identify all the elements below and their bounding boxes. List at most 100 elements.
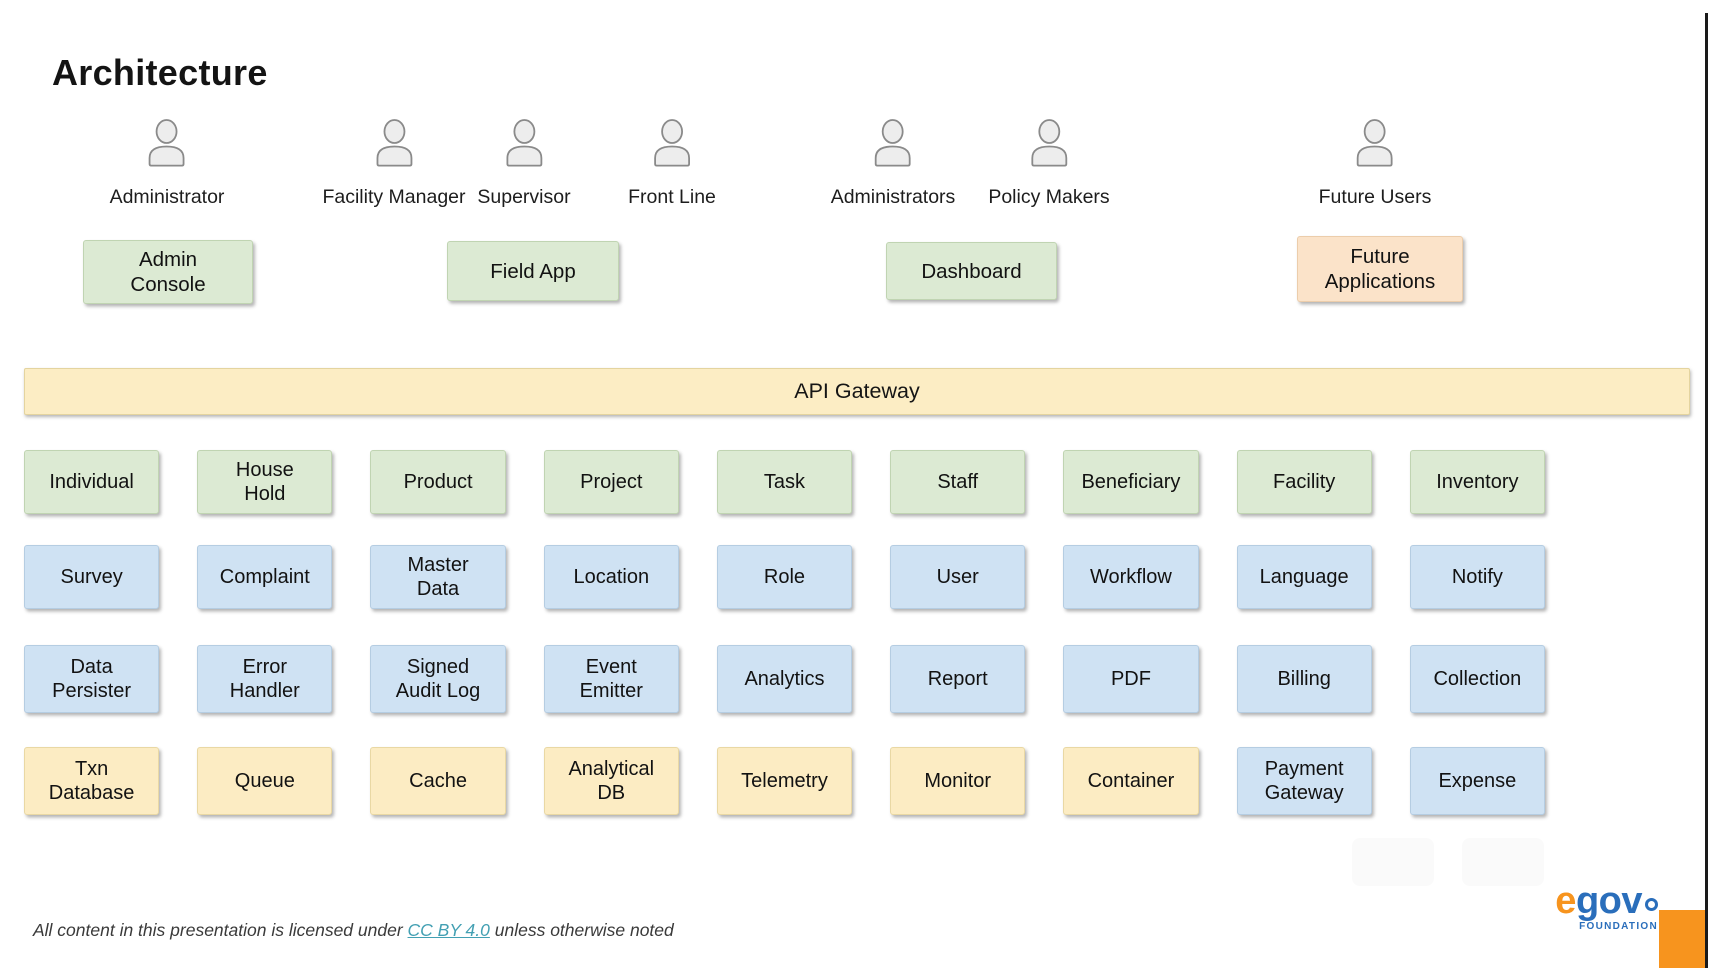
service-box-event-emitter: Event Emitter [543, 645, 679, 713]
service-box-pdf: PDF [1063, 645, 1199, 713]
service-box-survey: Survey [24, 545, 160, 609]
service-box-label: Queue [234, 769, 295, 792]
persona-supervisor: Supervisor [477, 118, 571, 209]
service-box-monitor: Monitor [890, 747, 1026, 815]
service-box-individual: Individual [24, 450, 160, 514]
service-box-error-handler: Error Handler [197, 645, 333, 713]
egov-logo: egov FOUNDATION [1540, 882, 1658, 932]
license-text-suffix: unless otherwise noted [489, 920, 674, 940]
service-row-3: Data Persister Error Handler Signed Audit … [24, 645, 1545, 713]
right-edge-line [1705, 13, 1708, 968]
service-box-role: Role [716, 545, 853, 609]
service-box-label: Beneficiary [1081, 470, 1181, 493]
app-box-label: Field App [490, 259, 576, 283]
service-box-label: Monitor [924, 769, 992, 792]
service-box-label: Task [763, 470, 806, 493]
service-box-queue: Queue [197, 747, 333, 815]
egov-letter-e: e [1555, 880, 1576, 922]
persona-label: Supervisor [477, 186, 571, 208]
watermark-shape [1462, 838, 1544, 886]
service-box-label: Telemetry [741, 769, 828, 792]
service-box-label: Cache [409, 769, 467, 792]
service-box-label: Error Handler [229, 655, 300, 702]
service-box-data-persister: Data Persister [24, 645, 160, 713]
service-box-inventory: Inventory [1409, 450, 1545, 514]
cc-by-link[interactable]: CC BY 4.0 [407, 920, 490, 940]
app-box-dashboard: Dashboard [886, 242, 1057, 300]
service-row-2: Survey Complaint Master Data Location Role Us… [24, 545, 1545, 609]
persona-administrators: Administrators [830, 118, 956, 209]
persona-front-line: Front Line [628, 118, 716, 209]
app-box-label: Dashboard [921, 259, 1022, 283]
service-box-label: Facility [1273, 470, 1336, 493]
service-box-label: Product [403, 470, 473, 493]
egov-wordmark: egov [1540, 882, 1658, 920]
app-box-admin-console: Admin Console [83, 240, 253, 304]
service-box-label: Staff [937, 470, 979, 493]
api-gateway-bar: API Gateway [24, 368, 1690, 415]
persona-label: Policy Makers [988, 186, 1110, 208]
service-box-complaint: Complaint [197, 545, 333, 609]
api-gateway-label: API Gateway [794, 379, 920, 403]
orange-corner-block [1659, 910, 1707, 968]
service-box-label: Collection [1433, 667, 1522, 690]
app-box-label: Admin Console [130, 248, 206, 296]
service-box-label: Survey [60, 565, 123, 588]
service-box-label: User [936, 565, 979, 588]
service-box-label: Payment Gateway [1264, 757, 1344, 804]
service-box-label: House Hold [235, 458, 294, 505]
service-box-label: Txn Database [48, 757, 135, 804]
service-box-expense: Expense [1409, 747, 1545, 815]
service-box-label: Role [763, 565, 806, 588]
service-box-label: Event Emitter [579, 655, 643, 702]
service-box-container: Container [1063, 747, 1199, 815]
service-box-label: Language [1259, 565, 1349, 588]
persona-administrator: Administrator [110, 118, 224, 209]
user-icon [506, 119, 542, 167]
persona-label: Future Users [1318, 186, 1432, 208]
service-box-label: Report [927, 667, 988, 690]
user-icon [1357, 119, 1393, 167]
service-box-project: Project [543, 450, 679, 514]
service-box-label: Billing [1277, 667, 1331, 690]
service-box-label: Container [1087, 769, 1175, 792]
service-box-label: PDF [1110, 667, 1151, 690]
app-box-label: Future Applications [1324, 245, 1436, 293]
service-box-report: Report [890, 645, 1026, 713]
persona-future-users: Future Users [1318, 118, 1432, 209]
service-box-label: Complaint [219, 565, 310, 588]
service-box-analytics: Analytics [716, 645, 853, 713]
user-icon [149, 119, 185, 167]
persona-policy-makers: Policy Makers [988, 118, 1110, 209]
service-box-label: Expense [1438, 769, 1517, 792]
service-box-label: Individual [49, 470, 134, 493]
service-row-1: Individual House Hold Product Project Task St… [24, 450, 1545, 514]
service-box-label: Location [573, 565, 650, 588]
service-box-facility: Facility [1236, 450, 1372, 514]
service-box-label: Workflow [1090, 565, 1172, 588]
service-box-label: Notify [1451, 565, 1503, 588]
service-box-collection: Collection [1409, 645, 1545, 713]
service-row-4: Txn Database Queue Cache Analytical DB Telem… [24, 747, 1545, 815]
service-box-label: Project [580, 470, 643, 493]
persona-label: Front Line [628, 186, 716, 208]
user-icon [654, 119, 690, 167]
service-box-analytical-db: Analytical DB [543, 747, 679, 815]
license-text-prefix: All content in this presentation is lice… [33, 920, 408, 940]
service-box-house-hold: House Hold [197, 450, 333, 514]
service-box-telemetry: Telemetry [716, 747, 853, 815]
service-box-cache: Cache [370, 747, 506, 815]
persona-label: Administrators [830, 186, 956, 208]
service-box-label: Signed Audit Log [395, 655, 481, 702]
service-box-signed-audit-log: Signed Audit Log [370, 645, 506, 713]
app-box-field-app: Field App [447, 241, 619, 301]
user-icon [376, 119, 412, 167]
service-box-label: Master Data [407, 553, 469, 600]
service-box-user: User [890, 545, 1026, 609]
service-box-notify: Notify [1409, 545, 1545, 609]
service-box-label: Inventory [1436, 470, 1519, 493]
service-box-payment-gateway: Payment Gateway [1236, 747, 1372, 815]
license-note: All content in this presentation is lice… [33, 920, 674, 941]
service-box-label: Analytics [744, 667, 825, 690]
persona-label: Facility Manager [322, 186, 466, 208]
